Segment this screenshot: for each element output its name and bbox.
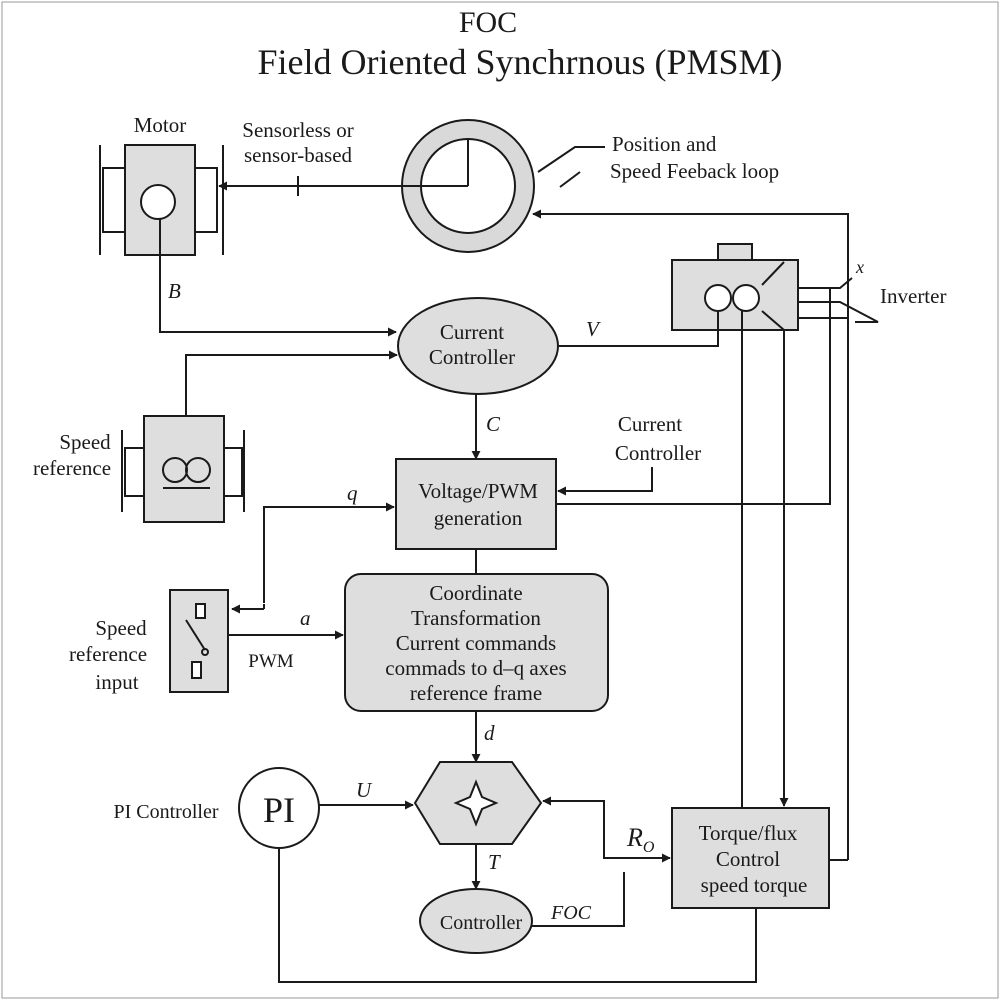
coordinate-line3: Current commands bbox=[396, 631, 556, 655]
feedback-to-sensor-arrow bbox=[532, 209, 849, 860]
speed-reference-label-line2: reference bbox=[33, 456, 111, 480]
coordinate-line5: reference frame bbox=[410, 681, 542, 705]
inverter-output-top bbox=[798, 277, 853, 289]
sensor-label-line1: Sensorless or bbox=[242, 118, 353, 142]
t-label: T bbox=[488, 850, 501, 874]
coordinate-line1: Coordinate bbox=[429, 581, 522, 605]
ro-label-main: R bbox=[626, 823, 643, 852]
q-label: q bbox=[347, 481, 358, 505]
torque-flux-control-node bbox=[671, 807, 830, 909]
pi-controller-label: PI Controller bbox=[114, 801, 219, 823]
u-label: U bbox=[356, 778, 373, 802]
d-label: d bbox=[484, 721, 495, 745]
speed-ref-to-current-controller-arrow bbox=[185, 350, 398, 416]
pi-bottom-loop bbox=[278, 848, 757, 983]
torque-flux-line3: speed torque bbox=[701, 873, 808, 897]
current-controller-to-inverter bbox=[558, 311, 719, 347]
controller-foc-line bbox=[532, 872, 625, 927]
foc-label: FOC bbox=[550, 902, 592, 924]
feedback-label-line1: Position and bbox=[612, 132, 717, 156]
speed-reference-block bbox=[121, 415, 245, 523]
inverter-to-pwm-line bbox=[556, 288, 831, 505]
ro-label-sub: O bbox=[643, 839, 655, 856]
speed-input-label-line2: reference bbox=[69, 642, 147, 666]
b-label: B bbox=[168, 279, 181, 303]
pi-node-label: PI bbox=[263, 790, 295, 830]
controller-node bbox=[419, 888, 533, 954]
inverter-label: Inverter bbox=[880, 284, 946, 308]
a-label: a bbox=[300, 606, 311, 630]
summing-junction bbox=[413, 761, 543, 845]
inverter-output-mid bbox=[798, 301, 879, 323]
summing-star-icon bbox=[453, 779, 499, 827]
title-line2: Field Oriented Synchrnous (PMSM) bbox=[258, 42, 783, 82]
motor-block bbox=[99, 144, 224, 256]
q-line bbox=[263, 502, 395, 603]
ro-label: RO bbox=[626, 823, 655, 856]
speed-input-label-line1: Speed bbox=[95, 616, 147, 640]
pwm-label: PWM bbox=[248, 651, 294, 672]
speed-input-label-line3: input bbox=[95, 670, 138, 694]
x-label: x bbox=[855, 257, 864, 277]
motor-to-current-controller-arrow bbox=[159, 219, 397, 337]
torque-flux-line1: Torque/flux bbox=[699, 821, 798, 845]
torque-flux-line2: Control bbox=[716, 847, 780, 871]
motor-rotor-icon bbox=[140, 184, 176, 220]
coordinate-line4: commads to d–q axes bbox=[385, 656, 566, 680]
c-label: C bbox=[486, 412, 501, 436]
voltage-pwm-node bbox=[395, 458, 557, 550]
external-current-controller-line2: Controller bbox=[615, 441, 701, 465]
current-controller-line2: Controller bbox=[429, 345, 515, 369]
speed-reference-label-line1: Speed bbox=[59, 430, 111, 454]
speed-reference-input-block bbox=[169, 589, 229, 693]
title-line1: FOC bbox=[459, 6, 517, 39]
feedback-pointer bbox=[537, 146, 605, 173]
inverter-block bbox=[671, 243, 799, 331]
controller-node-label: Controller bbox=[440, 912, 523, 934]
feedback-label-line2: Speed Feeback loop bbox=[610, 159, 779, 183]
sensor-label-line2: sensor-based bbox=[244, 143, 353, 167]
motor-label: Motor bbox=[134, 113, 187, 137]
voltage-pwm-line2: generation bbox=[434, 506, 523, 530]
feedback-pointer-2 bbox=[559, 171, 581, 188]
external-controller-to-pwm-arrow bbox=[557, 467, 653, 496]
voltage-pwm-line1: Voltage/PWM bbox=[418, 479, 538, 503]
coordinate-line2: Transformation bbox=[411, 606, 541, 630]
v-label: V bbox=[586, 317, 601, 341]
external-current-controller-line1: Current bbox=[618, 412, 682, 436]
current-controller-line1: Current bbox=[440, 320, 504, 344]
